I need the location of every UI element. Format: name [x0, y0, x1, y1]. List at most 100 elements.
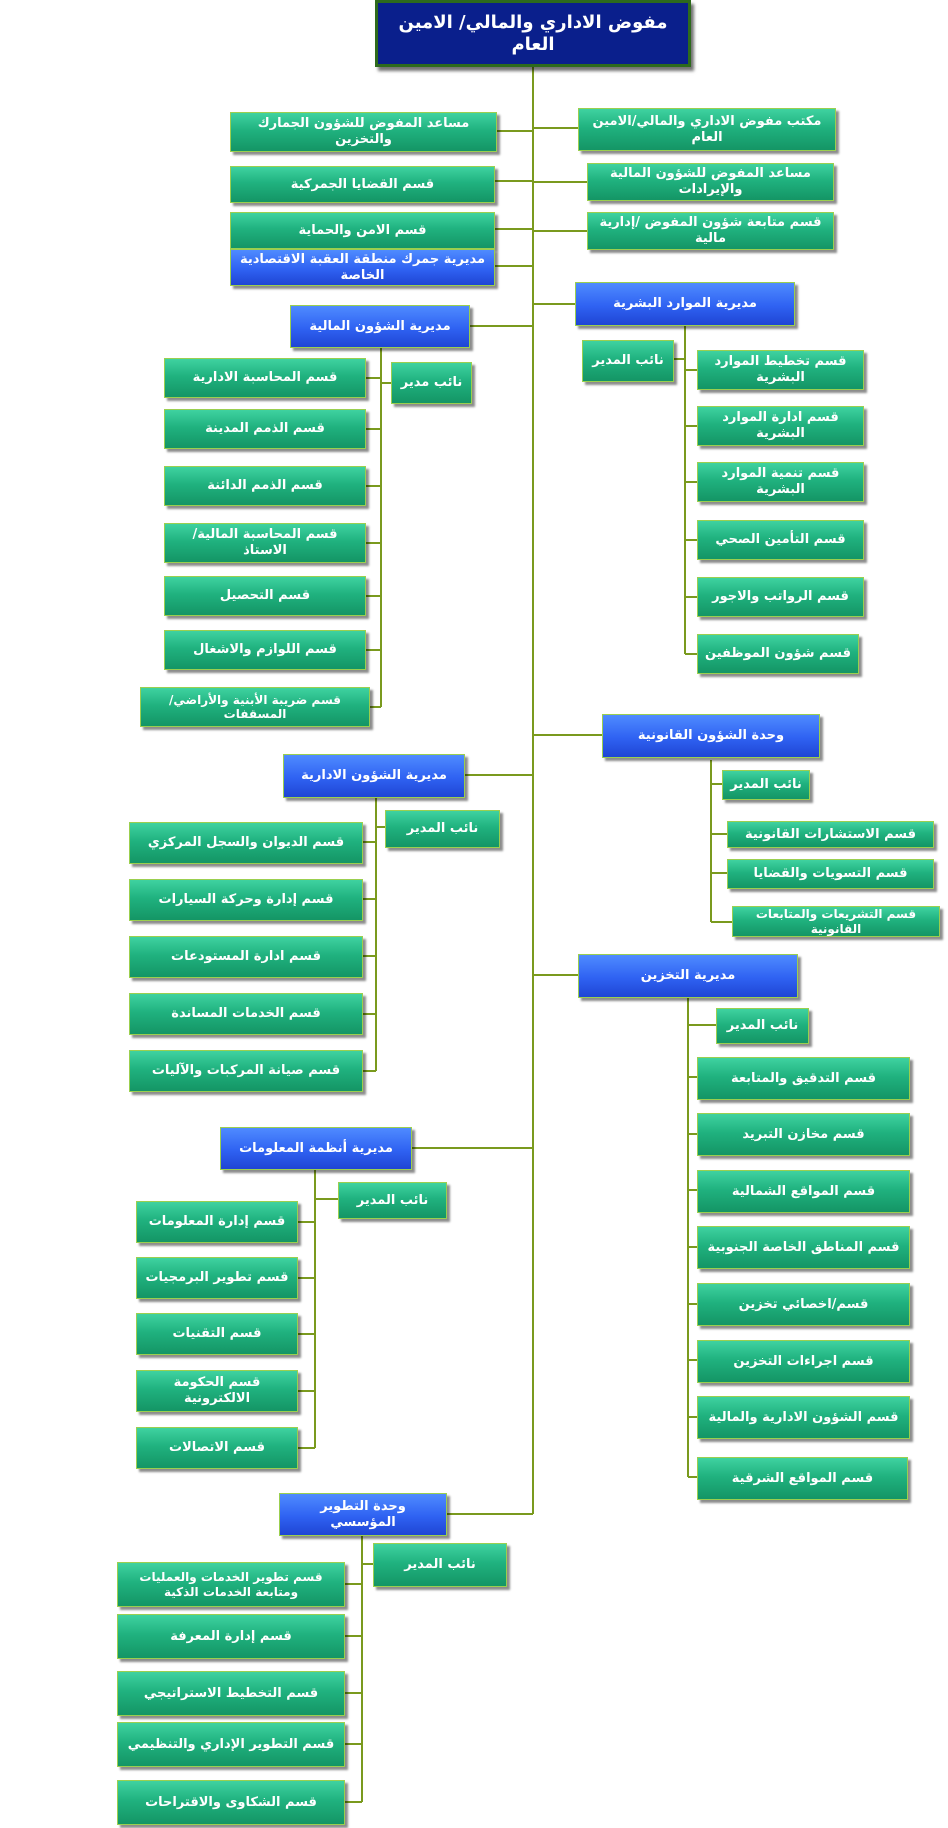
admin-section-4: قسم الخدمات المساندة [129, 993, 363, 1035]
storage-deputy: نائب المدير [716, 1008, 809, 1044]
box-label: قسم شؤون الموظفين [705, 646, 851, 662]
box-label: مساعد المفوض للشؤون الجمارك والتخزين [257, 116, 470, 147]
finance-section-3: قسم الذمم الدائنة [164, 466, 366, 506]
box-label: مديرية جمرك منطقة العقبة الاقتصادية الخا… [239, 251, 486, 283]
box-label: قسم ادارة المستودعات [171, 949, 321, 965]
box-label: قسم الاستشارات القانونية [745, 826, 917, 842]
box-label: قسم القضايا الجمركية [290, 176, 435, 192]
hr-section-4: قسم التأمين الصحي [697, 520, 864, 560]
inst-dev-deputy: نائب المدير [373, 1543, 507, 1587]
admin-section-3: قسم ادارة المستودعات [129, 936, 363, 978]
finance-section-6: قسم اللوازم والاشغال [164, 630, 366, 670]
box-label: قسم التدقيق والمتابعة [730, 1070, 877, 1086]
box-label: قسم ادارة الموارد البشرية [722, 410, 839, 441]
admin-section-2: قسم إدارة وحركة السيارات [129, 879, 363, 921]
top-title: مفوض الاداري والمالي/ الامين العام [398, 11, 668, 55]
box-label: قسم ضريبة الأبنية والأراضي/المسقفات [168, 692, 342, 721]
box-label: قسم الذمم المدينة [205, 421, 325, 437]
box-label: قسم الخدمات المساندة [171, 1006, 321, 1022]
legal-section-1: قسم الاستشارات القانونية [727, 821, 934, 848]
hr-directorate: مديرية الموارد البشرية [575, 282, 795, 326]
inst-dev-section-5: قسم الشكاوى والاقتراحات [117, 1780, 345, 1825]
it-section-5: قسم الاتصالات [136, 1427, 298, 1469]
finance-section-1: قسم المحاسبة الادارية [164, 358, 366, 398]
it-section-1: قسم إدارة المعلومات [136, 1201, 298, 1243]
box-label: قسم الشؤون الادارية والمالية [708, 1409, 899, 1425]
admin-section-1: قسم الديوان والسجل المركزي [129, 822, 363, 864]
box-label: قسم الذمم الدائنة [207, 478, 323, 494]
finance-section-4: قسم المحاسبة المالية/الاستاذ [164, 523, 366, 563]
box-label: قسم التشريعات والمتابعات القانونية [755, 907, 917, 936]
hr-section-1: قسم تخطيط الموارد البشرية [697, 350, 864, 390]
inst-dev-section-4: قسم التطوير الإداري والتنظيمي [117, 1722, 345, 1767]
it-section-2: قسم تطوير البرمجيات [136, 1257, 298, 1299]
hr-section-6: قسم شؤون الموظفين [697, 634, 859, 674]
legal-section-2: قسم التسويات والقضايا [727, 859, 934, 889]
it-section-3: قسم التقنيات [136, 1313, 298, 1355]
box-label: مساعد المفوض للشؤون المالية والإيرادات [610, 166, 811, 197]
box-label: قسم التخطيط الاستراتيجي [143, 1685, 319, 1701]
inst-dev-unit: وحدة التطوير المؤسسي [279, 1493, 447, 1536]
box-label: قسم المحاسبة الادارية [192, 370, 338, 386]
box-label: مديرية الشؤون المالية [309, 318, 451, 334]
right-top-box-1: مكتب مفوض الاداري والمالي/الامين العام [578, 108, 836, 151]
box-label: نائب المدير [404, 1557, 476, 1573]
box-label: نائب مدير [400, 375, 463, 391]
finance-deputy: نائب مدير [391, 362, 472, 404]
box-label: قسم الشكاوى والاقتراحات [145, 1794, 317, 1810]
hr-section-3: قسم تنمية الموارد البشرية [697, 462, 864, 502]
storage-section-8: قسم المواقع الشرقية [697, 1457, 908, 1500]
box-label: مديرية الموارد البشرية [613, 296, 757, 312]
box-label: قسم الامن والحماية [298, 222, 427, 238]
box-label: قسم تخطيط الموارد البشرية [714, 354, 847, 385]
box-label: قسم تطوير البرمجيات [145, 1270, 289, 1286]
box-label: قسم المحاسبة المالية/الاستاذ [192, 527, 338, 558]
storage-section-3: قسم المواقع الشمالية [697, 1170, 910, 1213]
box-label: نائب المدير [726, 1018, 799, 1034]
box-label: نائب المدير [592, 353, 664, 369]
box-label: قسم المناطق الخاصة الجنوبية [707, 1239, 900, 1255]
right-top-box-3: قسم متابعة شؤون المفوض /إدارية مالية [587, 212, 834, 250]
hr-deputy: نائب المدير [582, 340, 674, 382]
it-deputy: نائب المدير [338, 1182, 447, 1219]
box-label: قسم التأمين الصحي [715, 532, 846, 548]
box-label: قسم التسويات والقضايا [753, 866, 908, 882]
it-directorate: مديرية أنظمة المعلومات [220, 1127, 412, 1170]
admin-section-5: قسم صيانة المركبات والآليات [129, 1050, 363, 1092]
box-label: قسم تنمية الموارد البشرية [721, 466, 840, 497]
box-label: قسم تطوير الخدمات والعمليات ومتابعة الخد… [139, 1570, 323, 1599]
storage-section-1: قسم التدقيق والمتابعة [697, 1057, 910, 1100]
box-label: قسم اللوازم والاشغال [193, 642, 337, 658]
box-label: قسم إدارة المعرفة [170, 1628, 292, 1644]
box-label: قسم إدارة المعلومات [148, 1214, 286, 1230]
storage-section-6: قسم اجراءات التخزين [697, 1340, 910, 1383]
box-label: وحدة التطوير المؤسسي [320, 1498, 406, 1530]
box-label: مديرية التخزين [640, 968, 736, 984]
inst-dev-section-3: قسم التخطيط الاستراتيجي [117, 1671, 345, 1716]
box-label: نائب المدير [356, 1192, 429, 1208]
legal-unit: وحدة الشؤون القانونية [602, 714, 820, 758]
box-label: نائب المدير [730, 777, 802, 793]
hr-section-2: قسم ادارة الموارد البشرية [697, 406, 864, 446]
box-label: قسم الاتصالات [169, 1440, 265, 1456]
box-label: قسم صيانة المركبات والآليات [151, 1063, 341, 1079]
box-label: مديرية أنظمة المعلومات [239, 1140, 393, 1156]
left-top-box-1: مساعد المفوض للشؤون الجمارك والتخزين [230, 112, 497, 152]
left-top-box-4: مديرية جمرك منطقة العقبة الاقتصادية الخا… [230, 249, 495, 286]
box-label: قسم متابعة شؤون المفوض /إدارية مالية [599, 215, 822, 246]
admin-directorate: مديرية الشؤون الادارية [283, 754, 465, 798]
inst-dev-section-2: قسم إدارة المعرفة [117, 1614, 345, 1659]
it-section-4: قسم الحكومة الالكترونية [136, 1370, 298, 1412]
inst-dev-section-1: قسم تطوير الخدمات والعمليات ومتابعة الخد… [117, 1562, 345, 1607]
box-label: قسم الديوان والسجل المركزي [147, 835, 345, 851]
legal-deputy: نائب المدير [722, 770, 810, 800]
admin-deputy: نائب المدير [385, 810, 500, 848]
box-label: مديرية الشؤون الادارية [301, 768, 447, 784]
left-top-box-3: قسم الامن والحماية [230, 212, 495, 249]
box-label: قسم اجراءات التخزين [733, 1353, 874, 1369]
top-title-box: مفوض الاداري والمالي/ الامين العام [375, 0, 691, 67]
legal-section-3: قسم التشريعات والمتابعات القانونية [732, 906, 940, 937]
box-label: قسم إدارة وحركة السيارات [158, 892, 334, 908]
box-label: مكتب مفوض الاداري والمالي/الامين العام [592, 113, 822, 145]
finance-directorate: مديرية الشؤون المالية [290, 305, 470, 348]
